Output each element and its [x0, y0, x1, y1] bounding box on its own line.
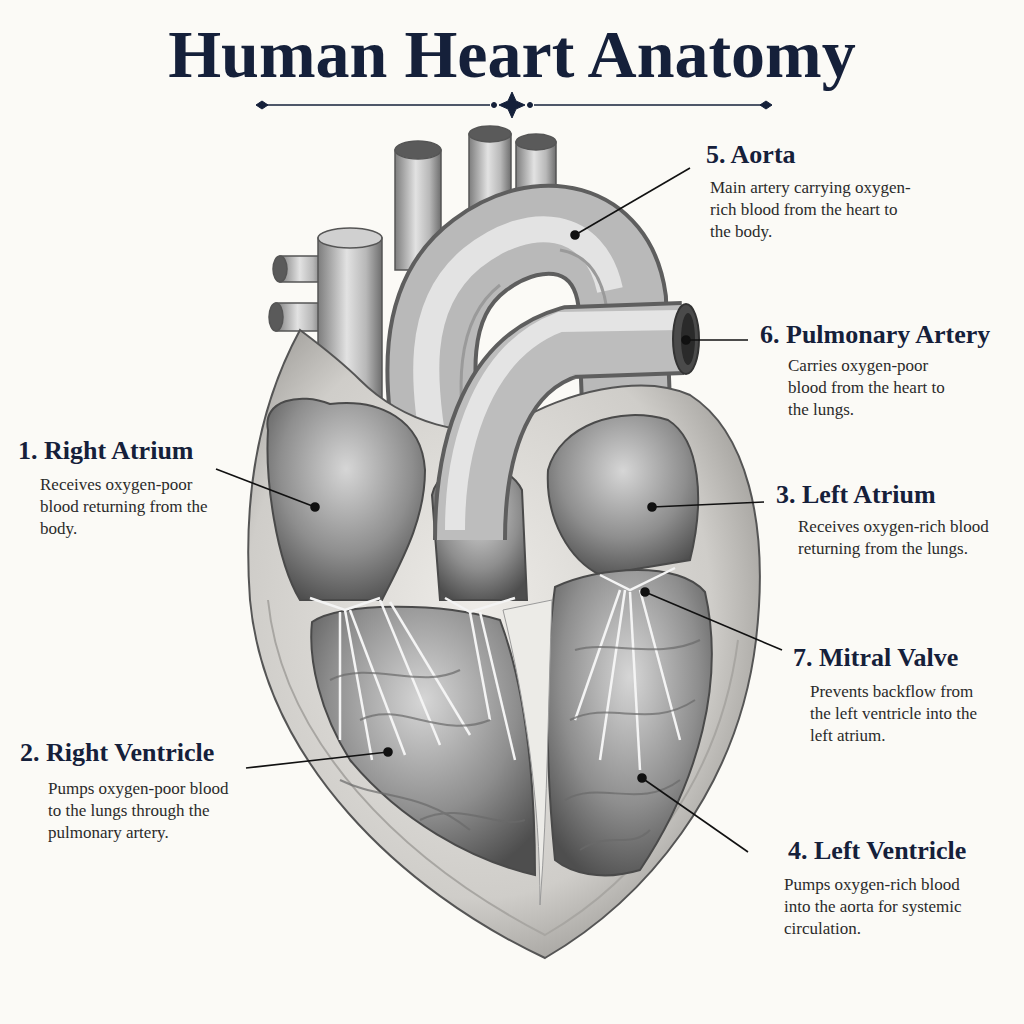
leader-lines: [216, 168, 782, 852]
part-heading: 2. Right Ventricle: [20, 738, 214, 768]
trabeculae: [330, 640, 700, 850]
title-ornament: [256, 92, 772, 118]
part-description: Main artery carrying oxygen-rich blood f…: [710, 177, 915, 243]
chordae: [310, 568, 680, 770]
part-description: Pumps oxygen-rich blood into the aorta f…: [784, 874, 984, 940]
part-description: Receives oxygen-rich blood returning fro…: [798, 516, 998, 560]
part-heading: 1. Right Atrium: [18, 436, 194, 466]
page-title: Human Heart Anatomy: [0, 14, 1024, 94]
part-description: Receives oxygen-poor blood returning fro…: [40, 474, 225, 540]
heart-outline: [248, 330, 760, 958]
part-description: Pumps oxygen-poor blood to the lungs thr…: [48, 778, 243, 844]
septum: [503, 600, 552, 905]
part-heading: 6. Pulmonary Artery: [760, 320, 990, 350]
part-heading: 3. Left Atrium: [776, 480, 936, 510]
part-heading: 7. Mitral Valve: [793, 643, 958, 673]
pulmonary-artery: [455, 304, 699, 540]
part-description: Carries oxygen-poor blood from the heart…: [788, 355, 963, 421]
part-description: Prevents backflow from the left ventricl…: [810, 681, 995, 747]
part-heading: 4. Left Ventricle: [788, 836, 966, 866]
part-heading: 5. Aorta: [706, 140, 796, 170]
